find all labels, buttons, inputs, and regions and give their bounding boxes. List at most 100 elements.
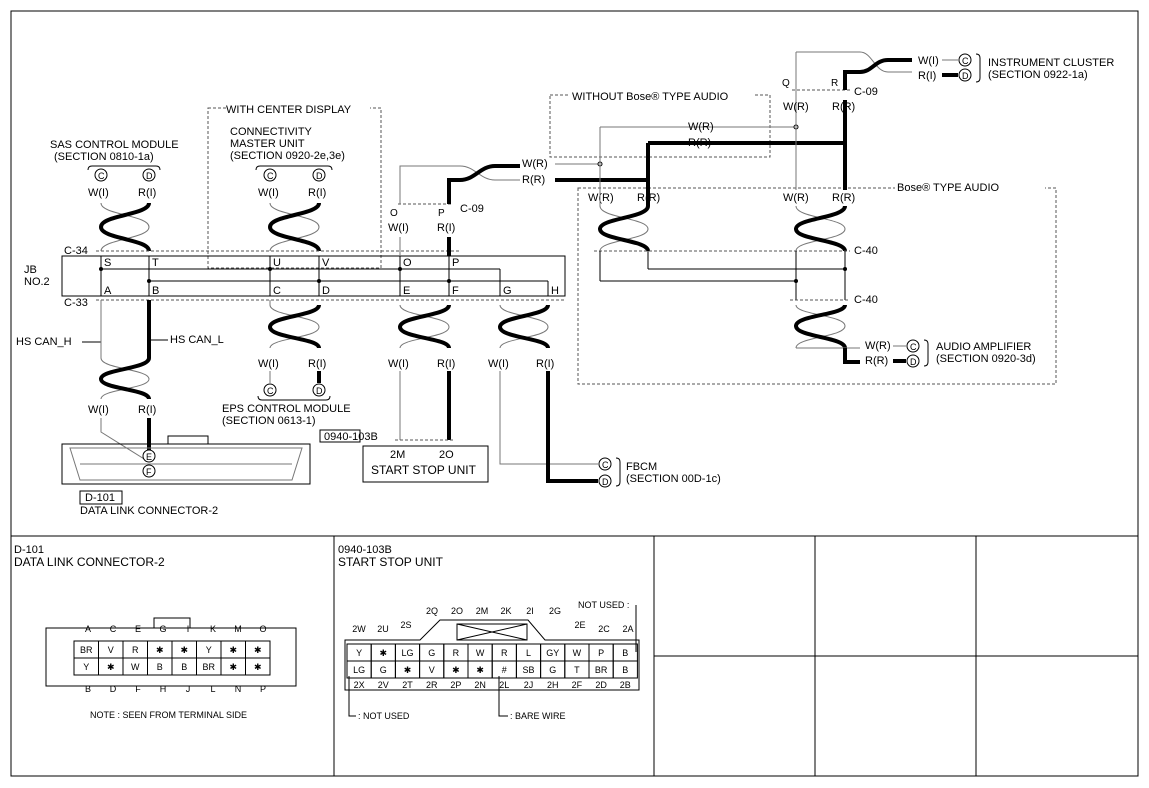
ssu-pin-number: 2P <box>450 680 461 690</box>
dlc-cell-label: R <box>132 645 139 655</box>
c09-label-left: C-09 <box>460 203 484 215</box>
ssu-cell-label: G <box>428 648 435 658</box>
ic-wi: W(I) <box>918 55 939 67</box>
ssu-cell-label: G <box>549 665 556 675</box>
dlc-cell-label: ✱ <box>229 662 237 672</box>
cmu-wire-wi: W(I) <box>258 187 279 199</box>
amp-wire-wr: W(R) <box>865 340 891 352</box>
splice <box>794 279 798 283</box>
ssu-pin-number: 2T <box>402 680 413 690</box>
fbcm-wire-ri: R(I) <box>536 358 554 370</box>
amp-pin-d-label: D <box>910 357 917 367</box>
dlc-latch <box>167 435 209 445</box>
fbcm-bracket <box>615 457 621 487</box>
fbcm-section: (SECTION 00D-1c) <box>626 473 721 485</box>
fbcm-title: FBCM <box>626 461 657 473</box>
dlc-pin-f-label: F <box>146 467 152 477</box>
c40-label-top: C-40 <box>854 245 878 257</box>
face-dlc-code: D-101 <box>14 544 44 556</box>
amp-twist-r <box>793 304 847 349</box>
dlc-pin-letter: F <box>135 684 141 694</box>
fbcm-pin-c-label: C <box>602 460 609 470</box>
dlc-cell-label: BR <box>202 662 215 672</box>
dlc-cell-label: BR <box>80 645 93 655</box>
ssu-pin-number: 2R <box>426 680 438 690</box>
dlc-pin-letter: E <box>135 624 141 634</box>
dlc-cell-label: ✱ <box>107 662 115 672</box>
jb-pin-u: U <box>273 257 281 269</box>
fbcm-twist-r <box>497 304 550 349</box>
dlc-pin-letter: N <box>235 684 242 694</box>
sas-pin-c-label: C <box>98 171 105 181</box>
ssu-pin-number: 2B <box>620 680 631 690</box>
jb-body <box>61 255 566 297</box>
bose-type-label: Bose® TYPE AUDIO <box>897 182 999 194</box>
eps-pin-c <box>263 383 277 397</box>
ic-wire-w <box>796 51 912 73</box>
ssu-cell-label: W <box>573 648 582 658</box>
ssu-pin-number: 2O <box>451 606 463 616</box>
ssu-code-box <box>319 429 361 443</box>
ssu-face-outline <box>344 619 640 691</box>
fbcm-wire-w <box>499 371 598 465</box>
ssu-cell-label: T <box>574 665 580 675</box>
ssu-pin-2m: 2M <box>390 449 405 461</box>
ssu-cell-label: R <box>453 648 460 658</box>
ssu-pin-number: 2I <box>526 606 534 616</box>
amp-pin-c-label: C <box>910 342 917 352</box>
dlc-pin-e-label: E <box>146 452 152 462</box>
ssu-pin-number: 2D <box>595 680 607 690</box>
eps-pin-c-label: C <box>267 386 274 396</box>
jb-pin-e: E <box>403 285 410 297</box>
c40-label-bottom: C-40 <box>854 294 878 306</box>
dlc-pin-letter: O <box>259 624 266 634</box>
jb-node <box>268 267 272 271</box>
without-bose-label: WITHOUT Bose® TYPE AUDIO <box>572 91 729 103</box>
eps-twist-w <box>269 304 320 349</box>
wire <box>843 348 860 364</box>
ic-pin-d-label: D <box>962 71 969 81</box>
dlc-face-latch <box>153 617 191 629</box>
c09-pin-o: O <box>390 208 398 219</box>
sas-pin-c <box>94 168 108 182</box>
jb-node <box>147 279 151 283</box>
sas-wire-ri: R(I) <box>138 187 156 199</box>
bose-r-rr: R(R) <box>832 192 855 204</box>
jb-pin-d: D <box>322 285 330 297</box>
ssu-code: 0940-103B <box>324 431 378 443</box>
dlc-pin-letter: J <box>186 684 191 694</box>
wire-w-to-bose <box>399 165 520 204</box>
dlc-pin-letter: M <box>234 624 242 634</box>
jb-pin-s: S <box>104 257 111 269</box>
sas-pin-d-label: D <box>146 171 153 181</box>
cmu-pin-d <box>312 168 326 182</box>
cmu-wire-ri: R(I) <box>308 187 326 199</box>
bose-l-twist-w <box>599 205 649 252</box>
ssu-cell-label: L <box>526 648 531 658</box>
bose-r-twist-r <box>793 205 847 252</box>
bose-wire-rr: R(R) <box>522 174 545 186</box>
cmu-twist-r <box>267 202 321 252</box>
bose-region <box>577 187 1057 385</box>
ssu-pin-number: 2A <box>622 624 633 634</box>
eps-pin-d <box>312 383 326 397</box>
ssu-pin-number: 2F <box>572 680 583 690</box>
ssu-pin-number: 2N <box>474 680 486 690</box>
ssu-pin-number: 2Q <box>426 606 438 616</box>
ssu-cell <box>612 660 638 679</box>
ssu-cell-label: G <box>380 665 387 675</box>
dlc-cell-label: V <box>108 645 114 655</box>
dlc-pin-letter: I <box>187 624 190 634</box>
bose-wire-wr: W(R) <box>522 158 548 170</box>
jb-pin-o: O <box>403 257 412 269</box>
dlc-cell <box>245 657 271 676</box>
ic-wire-wr: W(R) <box>783 101 809 113</box>
dlc-title: DATA LINK CONNECTOR-2 <box>80 505 218 517</box>
ssu-pin-number: 2H <box>547 680 559 690</box>
amp-pin-c <box>906 339 920 353</box>
ic-title: INSTRUMENT CLUSTER <box>988 57 1114 69</box>
fbcm-pin-d-label: D <box>602 477 609 487</box>
ssu-pin-number: 2J <box>524 680 534 690</box>
